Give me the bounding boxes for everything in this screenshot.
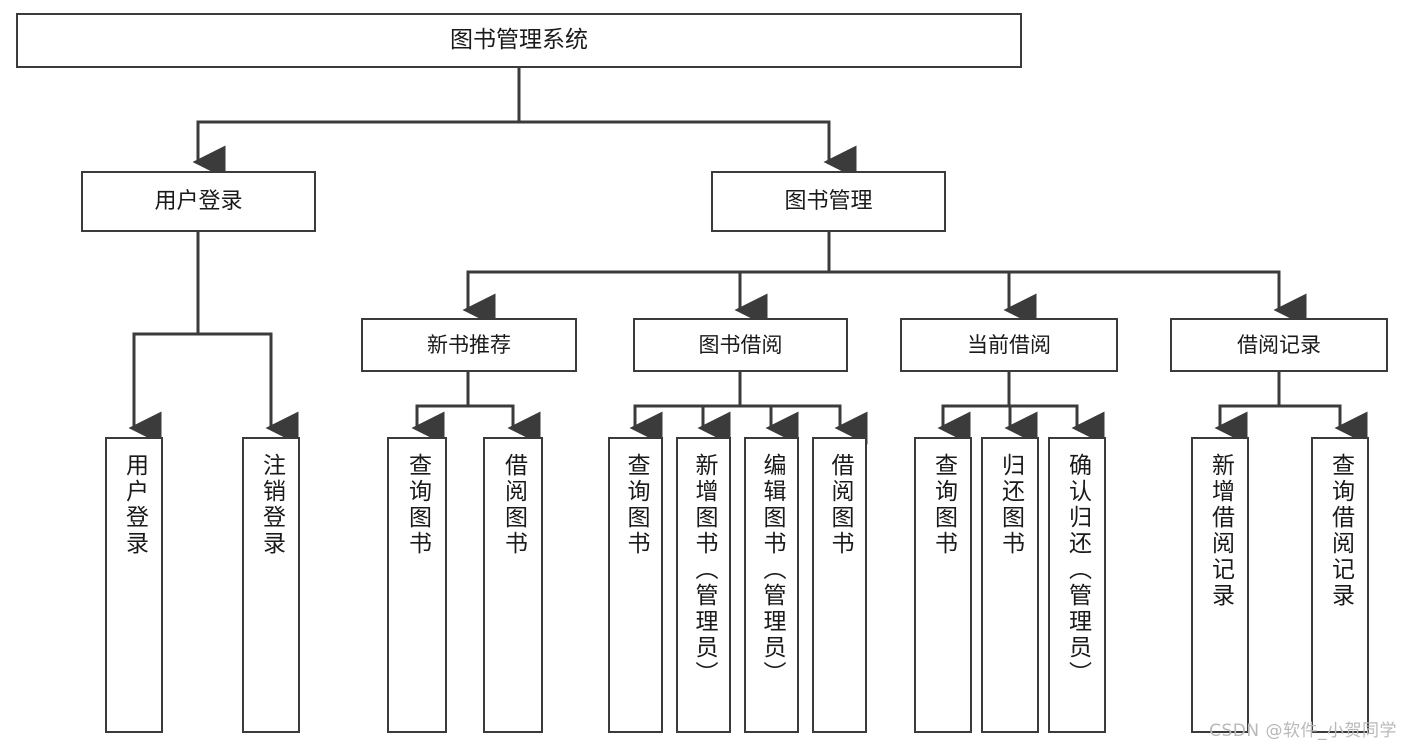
- node-label: 用户登录: [121, 453, 148, 557]
- node-label: 查询图书: [623, 453, 649, 557]
- node-user-login[interactable]: 用户登录: [81, 171, 316, 232]
- node-label: 查询图书: [930, 453, 957, 557]
- node-label: 当前借阅: [967, 332, 1051, 357]
- node-label: 借阅图书: [827, 453, 853, 557]
- node-label: 新书推荐: [427, 332, 511, 357]
- node-label: 查询借阅记录: [1327, 453, 1354, 609]
- leaf-add-book-admin[interactable]: 新增图书（管理员）: [676, 437, 731, 733]
- leaf-borrow-book-recommend[interactable]: 借阅图书: [483, 437, 543, 733]
- leaf-add-borrow-record[interactable]: 新增借阅记录: [1191, 437, 1249, 733]
- node-current-borrow[interactable]: 当前借阅: [900, 318, 1118, 372]
- leaf-edit-book-admin[interactable]: 编辑图书（管理员）: [744, 437, 799, 733]
- leaf-query-book-current[interactable]: 查询图书: [914, 437, 972, 733]
- node-label: 图书借阅: [698, 332, 783, 357]
- node-label: 借阅图书: [500, 453, 527, 557]
- leaf-query-borrow-record[interactable]: 查询借阅记录: [1311, 437, 1369, 733]
- leaf-user-login[interactable]: 用户登录: [105, 437, 163, 733]
- leaf-query-book-borrow[interactable]: 查询图书: [608, 437, 663, 733]
- node-label: 确认归还（管理员）: [1064, 453, 1091, 687]
- node-label: 用户登录: [154, 188, 243, 214]
- node-root-system[interactable]: 图书管理系统: [16, 13, 1022, 68]
- node-book-borrow[interactable]: 图书借阅: [633, 318, 848, 372]
- node-label: 图书管理系统: [450, 26, 588, 53]
- leaf-borrow-book[interactable]: 借阅图书: [812, 437, 867, 733]
- node-label: 注销登录: [258, 453, 285, 557]
- node-label: 图书管理: [784, 188, 873, 214]
- node-label: 查询图书: [404, 453, 431, 557]
- leaf-query-book-recommend[interactable]: 查询图书: [387, 437, 447, 733]
- leaf-return-book[interactable]: 归还图书: [981, 437, 1039, 733]
- node-borrow-record[interactable]: 借阅记录: [1170, 318, 1388, 372]
- node-new-book-recommend[interactable]: 新书推荐: [361, 318, 577, 372]
- leaf-user-logout[interactable]: 注销登录: [242, 437, 300, 733]
- node-label: 归还图书: [997, 453, 1024, 557]
- node-label: 新增图书（管理员）: [691, 453, 717, 687]
- node-label: 新增借阅记录: [1207, 453, 1234, 609]
- node-label: 编辑图书（管理员）: [759, 453, 785, 687]
- node-book-manage[interactable]: 图书管理: [711, 171, 946, 232]
- leaf-confirm-return-admin[interactable]: 确认归还（管理员）: [1048, 437, 1106, 733]
- node-label: 借阅记录: [1237, 332, 1321, 357]
